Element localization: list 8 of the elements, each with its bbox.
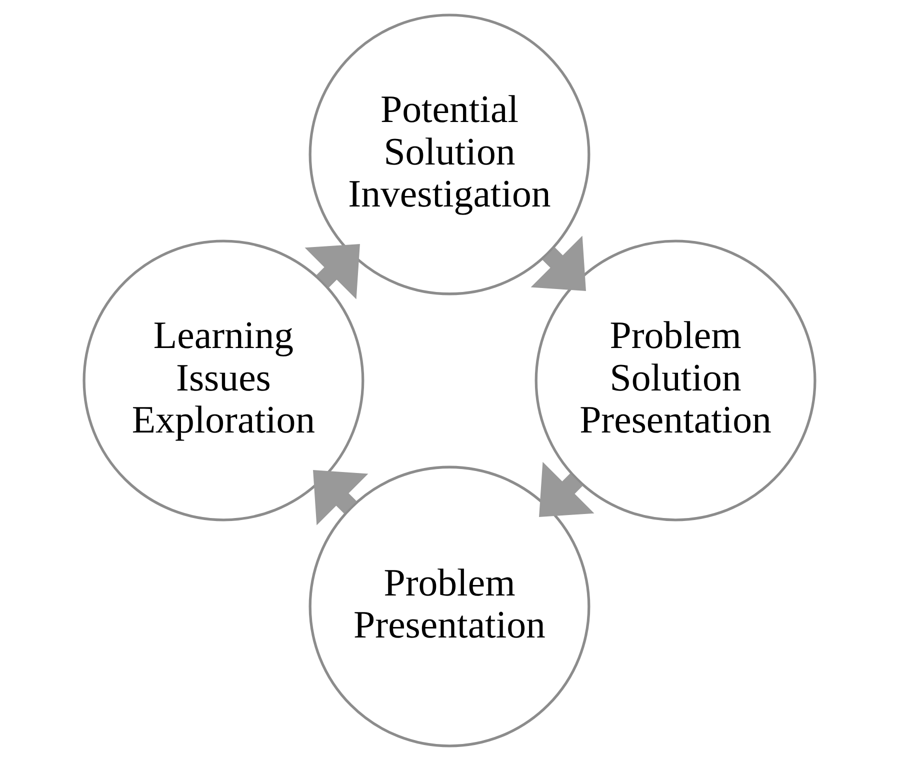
node-circle: Potential Solution Investigation <box>308 14 590 296</box>
arrow <box>312 470 368 526</box>
node-circle: Learning Issues Exploration <box>82 240 364 522</box>
arrow <box>530 236 586 291</box>
arrow <box>304 244 360 300</box>
arrow <box>538 462 594 517</box>
node-circle: Problem Solution Presentation <box>534 240 816 522</box>
node-circle: Problem Presentation <box>308 466 590 748</box>
